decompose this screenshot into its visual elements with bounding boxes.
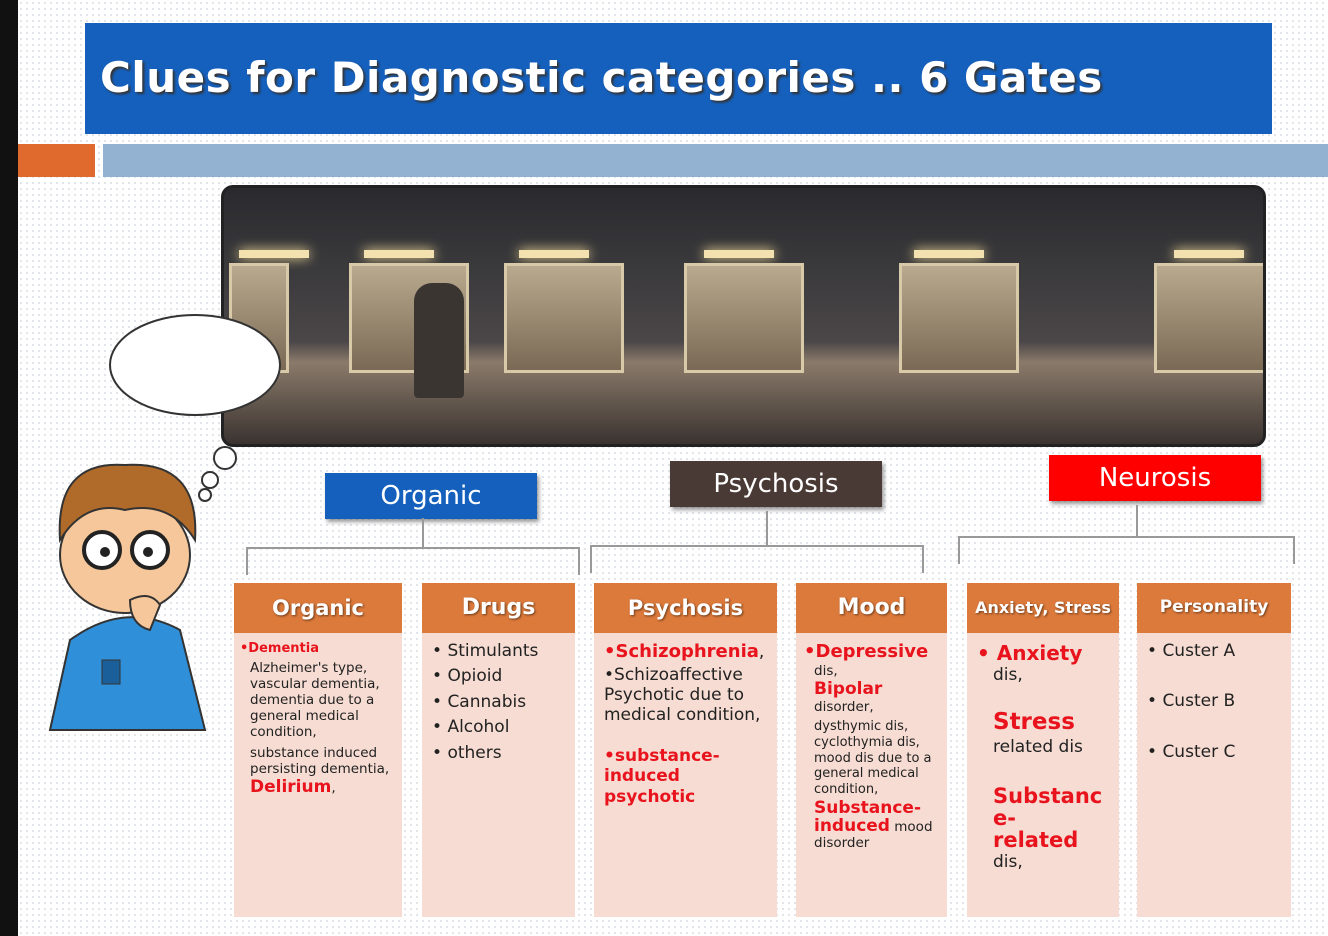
column-header: Organic (234, 583, 402, 633)
cluster-item: Custer A (1162, 641, 1236, 661)
comma: , (758, 642, 765, 662)
item-dementia: •Dementia (240, 641, 319, 656)
cluster-item: Custer C (1162, 741, 1236, 762)
item-anxiety: • Anxiety (977, 641, 1083, 665)
bracket-psychosis (590, 545, 924, 573)
drug-item: others (447, 742, 502, 763)
text: dis, (814, 662, 838, 679)
accent-bar-orange (18, 144, 95, 177)
corridor-doors-image (221, 185, 1266, 447)
person-figure (414, 283, 464, 398)
text: dis, (993, 665, 1023, 685)
dementia-types: Alzheimer's type, vascular dementia, dem… (250, 659, 380, 741)
column-organic: Organic •Dementia Alzheimer's type, vasc… (234, 583, 402, 917)
connector (766, 511, 768, 545)
column-personality: Personality • Custer A • Custer B • Cust… (1137, 583, 1291, 917)
item-bipolar: Bipolar (814, 678, 883, 699)
connector (422, 518, 424, 548)
item-schizophrenia: •Schizophrenia (604, 641, 759, 662)
column-header: Mood (796, 583, 947, 633)
thinking-boy-illustration (48, 314, 281, 731)
connector (1136, 505, 1138, 537)
bracket-neurosis (958, 536, 1295, 564)
item-delirium: Delirium (250, 776, 332, 797)
item-depressive: •Depressive (804, 641, 929, 662)
column-psychosis: Psychosis •Schizophrenia, •Schizoaffecti… (594, 583, 777, 917)
text: disorder, (814, 699, 874, 716)
drug-item: Cannabis (447, 691, 527, 712)
item-stress: Stress (993, 709, 1075, 736)
item-schizoaffective: •Schizoaffective Psychotic due to medica… (604, 664, 761, 726)
gate-psychosis: Psychosis (670, 461, 882, 507)
gate-organic: Organic (325, 473, 537, 519)
text: related dis (993, 736, 1083, 757)
column-header: Personality (1137, 583, 1291, 633)
substance-dementia: substance induced persisting dementia, (250, 744, 390, 777)
text: dysthymic dis, cyclothymia dis, mood dis… (814, 719, 932, 797)
drug-item: Stimulants (447, 641, 539, 661)
drug-item: Opioid (447, 666, 503, 687)
cluster-item: Custer B (1162, 691, 1236, 712)
item-substance-related: Substanc e-related (993, 784, 1103, 853)
column-mood: Mood •Depressive dis, Bipolar disorder, … (796, 583, 947, 917)
drug-item: Alcohol (447, 717, 510, 738)
comma: , (331, 779, 336, 796)
column-header: Anxiety, Stress (967, 583, 1119, 633)
column-anxiety-stress: Anxiety, Stress • Anxiety dis, Stress re… (967, 583, 1119, 917)
column-drugs: Drugs • Stimulants • Opioid • Cannabis •… (422, 583, 575, 917)
slide-title: Clues for Diagnostic categories .. 6 Gat… (85, 23, 1272, 134)
column-header: Drugs (422, 583, 575, 633)
text: mood disorder (814, 819, 933, 852)
gate-neurosis: Neurosis (1049, 455, 1261, 501)
bracket-organic (246, 547, 580, 575)
item-substance-psychotic: •substance-induced psychotic (604, 745, 720, 807)
item-substance-mood: Substance-induced (814, 798, 921, 837)
window-edge (0, 0, 18, 936)
text: dis, (993, 851, 1023, 872)
column-header: Psychosis (594, 583, 777, 633)
accent-bar-blue (103, 144, 1328, 177)
